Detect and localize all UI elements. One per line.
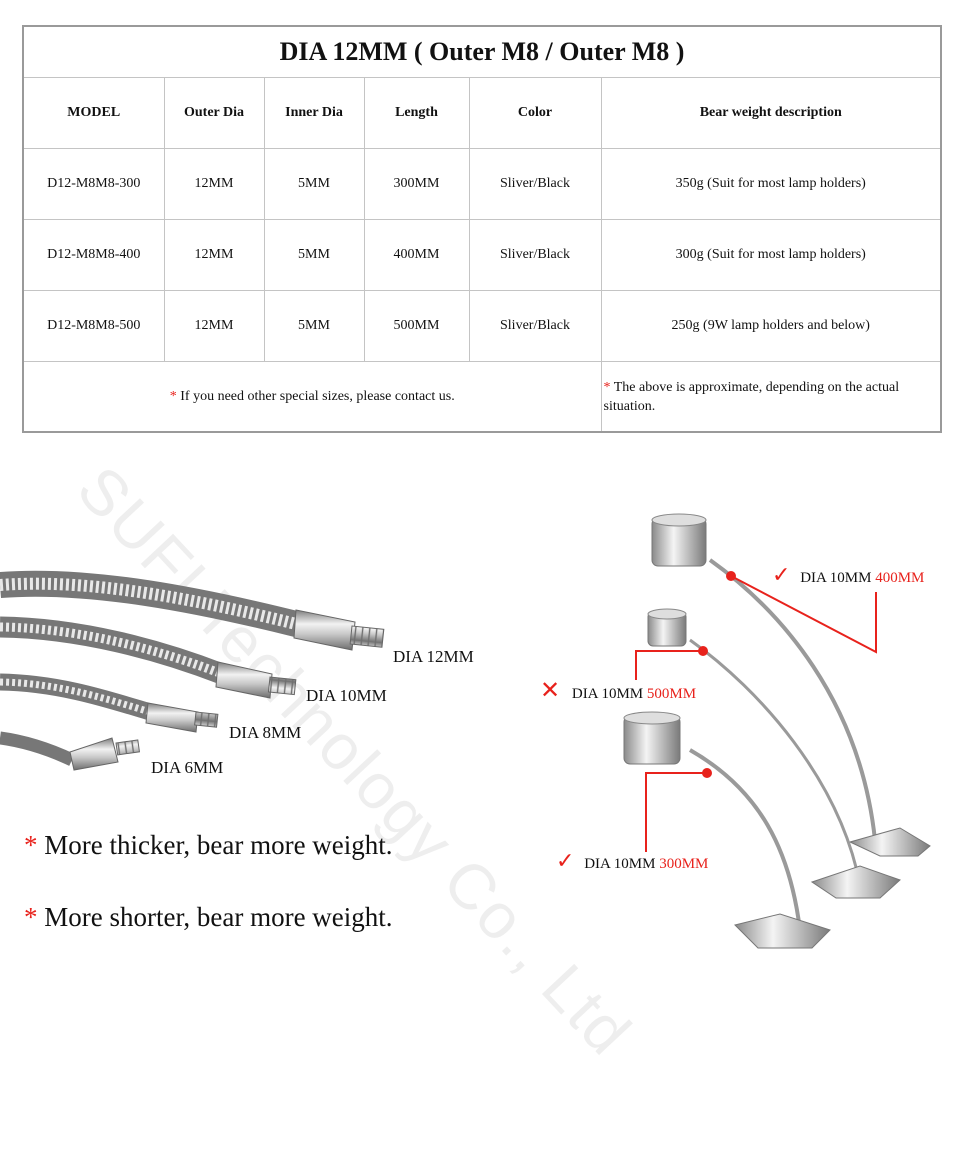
header-length: Length bbox=[363, 77, 470, 149]
hose-label-12mm: DIA 12MM bbox=[393, 647, 474, 666]
cell-color: Sliver/Black bbox=[468, 290, 602, 362]
note-right-text: The above is approximate, depending on t… bbox=[603, 379, 900, 414]
product-illustration bbox=[0, 513, 931, 949]
leader-dots bbox=[698, 571, 736, 778]
cell-bear-weight: 250g (9W lamp holders and below) bbox=[600, 290, 942, 362]
lamp-500mm bbox=[647, 608, 901, 899]
cell-model: D12-M8M8-400 bbox=[22, 219, 165, 291]
cell-bear-weight: 350g (Suit for most lamp holders) bbox=[600, 148, 942, 220]
cell-model: D12-M8M8-500 bbox=[22, 290, 165, 362]
cell-inner-dia: 5MM bbox=[263, 219, 365, 291]
table-title: DIA 12MM ( Outer M8 / Outer M8 ) bbox=[22, 25, 942, 78]
lamp-dia: DIA 10MM bbox=[584, 856, 660, 872]
hose-label-10mm: DIA 10MM bbox=[306, 686, 387, 705]
lamp-length: 500MM bbox=[646, 686, 697, 702]
lamp-label-300mm: ✓ DIA 10MM 300MM bbox=[556, 848, 708, 874]
check-icon: ✓ bbox=[556, 848, 575, 873]
note-left: * If you need other special sizes, pleas… bbox=[22, 361, 602, 433]
lamp-dia: DIA 10MM bbox=[571, 686, 647, 702]
hose-label-8mm: DIA 8MM bbox=[229, 723, 302, 742]
table-row: D12-M8M8-400 12MM 5MM 400MM Sliver/Black… bbox=[22, 219, 942, 291]
hose-10mm bbox=[0, 616, 297, 699]
lamp-400mm bbox=[651, 513, 931, 857]
note-asterisk: * bbox=[169, 388, 177, 404]
table-row: D12-M8M8-500 12MM 5MM 500MM Sliver/Black… bbox=[22, 290, 942, 362]
bullet-text: More shorter, bear more weight. bbox=[44, 902, 393, 932]
cell-length: 300MM bbox=[363, 148, 470, 220]
note-right: * The above is approximate, depending on… bbox=[600, 361, 942, 433]
bullet-asterisk: * bbox=[24, 830, 38, 860]
header-bear-weight: Bear weight description bbox=[600, 77, 942, 149]
cell-model: D12-M8M8-300 bbox=[22, 148, 165, 220]
header-outer-dia: Outer Dia bbox=[163, 77, 265, 149]
lamp-300mm bbox=[623, 711, 831, 949]
cross-icon: ✕ bbox=[540, 678, 561, 704]
hose-8mm bbox=[0, 673, 219, 733]
lamp-label-500mm: ✕ DIA 10MM 500MM bbox=[540, 676, 696, 705]
table-header-row: MODEL Outer Dia Inner Dia Length Color B… bbox=[22, 77, 942, 149]
lamp-label-400mm: ✓ DIA 10MM 400MM bbox=[772, 562, 924, 588]
hose-label-6mm: DIA 6MM bbox=[151, 758, 224, 777]
lamp-length: 300MM bbox=[659, 856, 709, 872]
bullet-text: More thicker, bear more weight. bbox=[44, 830, 393, 860]
header-inner-dia: Inner Dia bbox=[263, 77, 365, 149]
note-left-text: If you need other special sizes, please … bbox=[180, 388, 455, 404]
table-row: D12-M8M8-300 12MM 5MM 300MM Sliver/Black… bbox=[22, 148, 942, 220]
table-note-row: * If you need other special sizes, pleas… bbox=[22, 361, 942, 433]
cell-length: 400MM bbox=[363, 219, 470, 291]
cell-outer-dia: 12MM bbox=[163, 148, 265, 220]
cell-length: 500MM bbox=[363, 290, 470, 362]
lamp-dia: DIA 10MM bbox=[800, 570, 876, 586]
bullet-shorter: * More shorter, bear more weight. bbox=[24, 902, 393, 933]
header-model: MODEL bbox=[22, 77, 165, 149]
leader-lines bbox=[635, 575, 877, 852]
cell-color: Sliver/Black bbox=[468, 219, 602, 291]
bullet-asterisk: * bbox=[24, 902, 38, 932]
hose-12mm bbox=[0, 570, 385, 651]
spec-table: DIA 12MM ( Outer M8 / Outer M8 ) MODEL O… bbox=[22, 25, 942, 433]
lamp-length: 400MM bbox=[875, 570, 925, 586]
cell-inner-dia: 5MM bbox=[263, 148, 365, 220]
check-icon: ✓ bbox=[772, 562, 791, 587]
note-asterisk: * bbox=[603, 379, 611, 395]
cell-color: Sliver/Black bbox=[468, 148, 602, 220]
cell-bear-weight: 300g (Suit for most lamp holders) bbox=[600, 219, 942, 291]
bullet-thicker: * More thicker, bear more weight. bbox=[24, 830, 393, 861]
hose-6mm bbox=[0, 731, 141, 771]
